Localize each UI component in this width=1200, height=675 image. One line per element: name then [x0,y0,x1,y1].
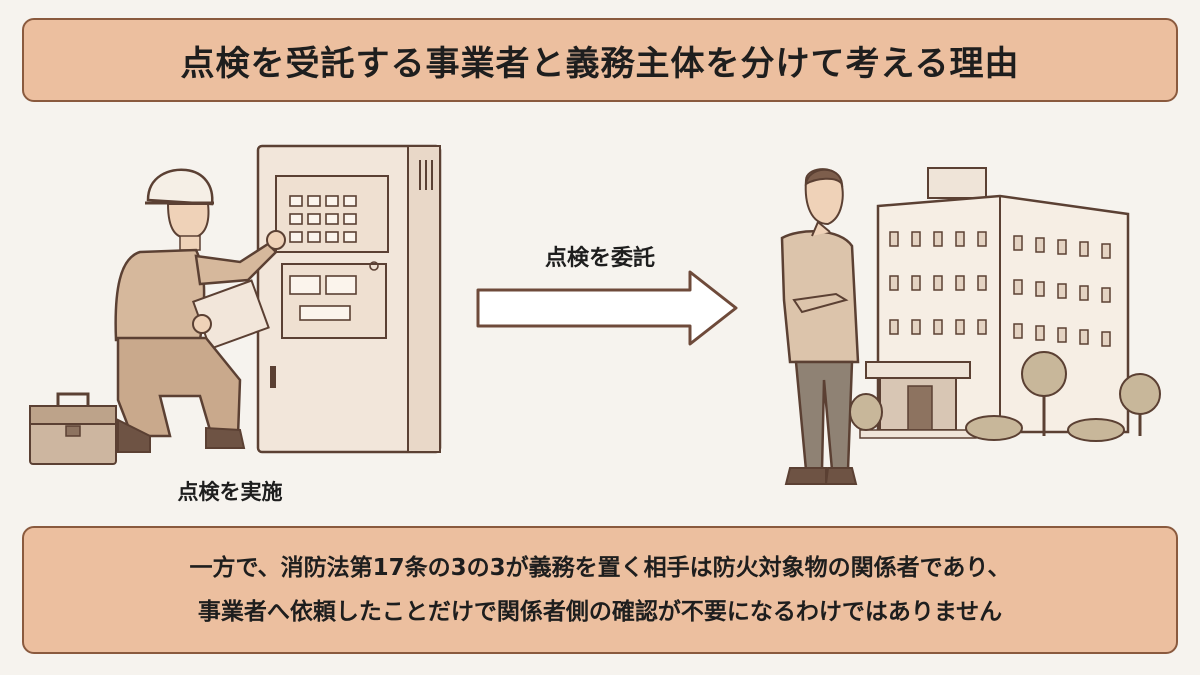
illustration-scene [29,144,1161,485]
page-title: 点検を受託する事業者と義務主体を分けて考える理由 [180,43,1020,84]
toolbox-icon [29,392,117,465]
arrow-right-icon [476,270,738,346]
control-panel-icon [256,144,442,454]
explanation-line-2: 事業者へ依頼したことだけで関係者側の確認が不要になるわけではありません [197,599,1003,625]
building-icon [849,167,1161,442]
title-banner: 点検を受託する事業者と義務主体を分けて考える理由 [22,18,1178,102]
manager-icon [780,168,860,485]
commission-label: 点検を委託 [544,246,655,271]
worker-icon [114,168,286,453]
explanation-line-1: 一方で、消防法第17条の3の3が義務を置く相手は防火対象物の関係者であり、 [189,555,1011,581]
explanation-box: 一方で、消防法第17条の3の3が義務を置く相手は防火対象物の関係者であり、 事業… [22,526,1178,654]
inspection-label: 点検を実施 [177,480,283,504]
